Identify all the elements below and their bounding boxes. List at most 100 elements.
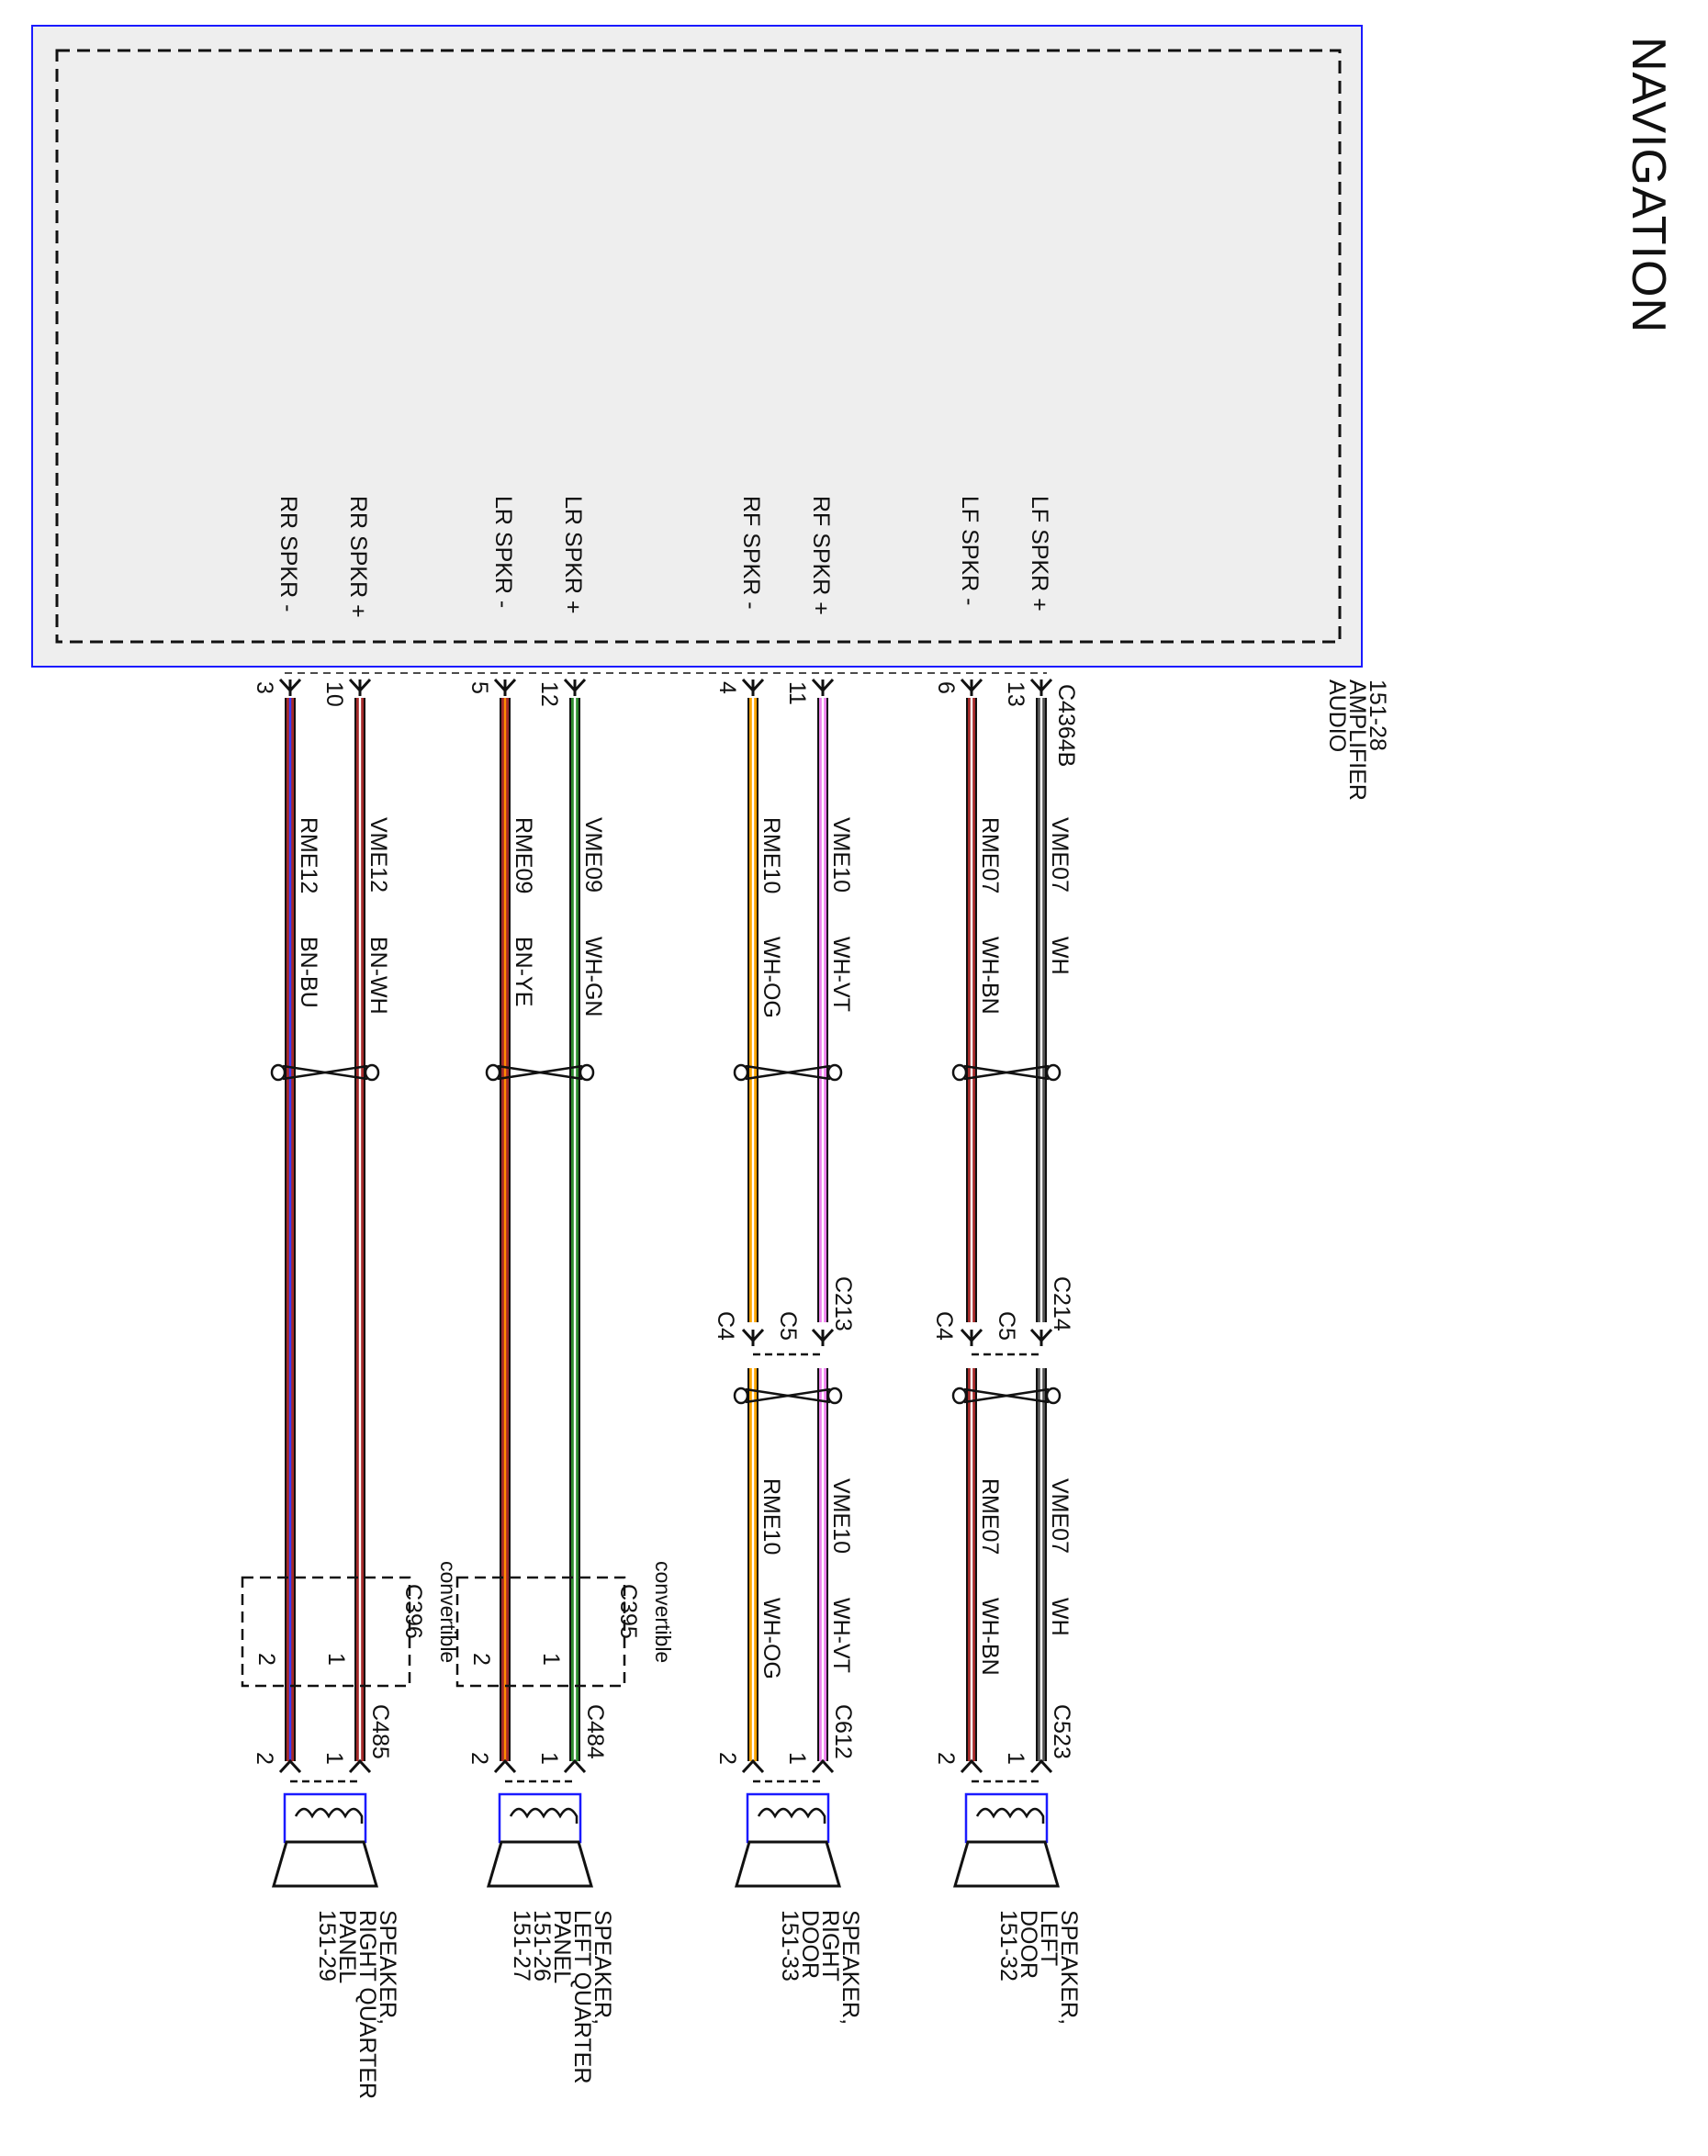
speaker-cone-icon [953, 1840, 1060, 1888]
speaker-name-line: 151-29 [314, 1910, 340, 1982]
circuit-label: VME07 [1047, 1478, 1073, 1554]
pin-number: 13 [1003, 681, 1028, 707]
twist-line [963, 1387, 1050, 1404]
wire-color-label: WH-VT [828, 937, 854, 1012]
wire-color-label: BN-WH [365, 937, 391, 1015]
speaker-name-line: SPEAKER, [375, 1910, 400, 2025]
wire-color-label: WH-BN [977, 1598, 1003, 1676]
mid-connector-pin: C4 [931, 1311, 957, 1341]
speaker-coil-box [283, 1792, 367, 1844]
mid-connector-pin: C4 [713, 1311, 738, 1341]
speaker-name-line: 151-32 [995, 1910, 1021, 1982]
speaker-coil [509, 1807, 579, 1824]
speaker-name-line: RIGHT QUARTER [354, 1910, 380, 2099]
twist-end [951, 1063, 968, 1082]
inline-connector-box [241, 1576, 411, 1688]
speaker-connector-arrow [563, 1758, 587, 1774]
circuit-label: VME12 [365, 817, 391, 893]
speaker-coil-box [498, 1792, 582, 1844]
speaker-name-line: 151-33 [777, 1910, 803, 1982]
speaker-connector-arrow [493, 1758, 517, 1774]
speaker-pin: 2 [252, 1752, 277, 1765]
mid-connector-label: C214 [1049, 1276, 1074, 1331]
wire-minus [747, 698, 758, 1322]
speaker-name-line: PANEL [334, 1910, 360, 1983]
pin-number: 5 [466, 681, 492, 694]
mid-connector-pin: C5 [775, 1311, 801, 1341]
speaker-name-line: DOOR [1016, 1910, 1041, 1979]
module-dashed-outline [55, 49, 1342, 644]
twist-line [963, 1064, 1050, 1081]
speaker-connector-arrow [960, 1758, 983, 1774]
wire-minus [966, 698, 977, 1322]
speaker-name-line: LEFT QUARTER [569, 1910, 595, 2083]
inline-connector-note: convertible [436, 1561, 460, 1663]
amplifier-name-line: AMPLIFIER [1344, 679, 1370, 801]
speaker-connector-arrow [1029, 1758, 1053, 1774]
wire-color-label: WH-OG [758, 1598, 784, 1679]
twist-end [733, 1387, 749, 1405]
wire-plus-stripe [1039, 1368, 1043, 1761]
speaker-pin: 1 [1003, 1752, 1028, 1765]
wire-plus-stripe [821, 1368, 825, 1761]
speaker-name-line: RIGHT [817, 1910, 843, 1982]
twisted-pair-marker [951, 1063, 1062, 1082]
twist-end [364, 1063, 380, 1082]
speaker-name-line: PANEL [549, 1910, 575, 1983]
twist-line [282, 1064, 368, 1081]
amplifier-name-line: AUDIO [1324, 679, 1350, 752]
inline-connector-label: C395 [615, 1584, 641, 1639]
mid-connector-label: C213 [830, 1276, 856, 1331]
wire-plus [569, 698, 580, 1761]
wire-minus-stripe [288, 698, 292, 1761]
circuit-label: RME10 [758, 1478, 784, 1555]
speaker-coil-box [964, 1792, 1049, 1844]
inline-connector-box [455, 1576, 626, 1688]
pin-number: 11 [784, 681, 810, 705]
wire-color-label: WH-GN [580, 937, 606, 1016]
speaker-coil [757, 1807, 826, 1824]
inline-connector-label: C396 [400, 1584, 426, 1639]
inline-connector-pin: 2 [253, 1653, 279, 1666]
speaker-name-line: DOOR [797, 1910, 823, 1979]
speaker-pin: 1 [321, 1752, 347, 1765]
pin-function-label: LF SPKR - [957, 496, 983, 605]
circuit-label: RME09 [511, 817, 536, 893]
audio-amplifier-module: AUDIO AMPLIFIER 151-28 C4364B [31, 25, 1390, 801]
speaker-pin: 2 [933, 1752, 959, 1765]
wire-color-label: BN-BU [296, 937, 321, 1008]
pin-function-label: RF SPKR - [738, 496, 764, 610]
speaker-name-line: 151-27 [509, 1910, 534, 1982]
amplifier-name-line: 151-28 [1365, 679, 1390, 751]
speaker-connector-arrow [811, 1758, 835, 1774]
circuit-label: VME10 [828, 817, 854, 893]
wire-minus [500, 698, 511, 1761]
twisted-pair-marker [951, 1387, 1062, 1405]
wire-plus [817, 1368, 828, 1761]
wire-color-label: WH-OG [758, 937, 784, 1018]
twist-end [270, 1063, 287, 1082]
wire-color-label: WH [1047, 1598, 1073, 1636]
twisted-pair-marker [733, 1387, 843, 1405]
inline-connector-note: convertible [651, 1561, 675, 1663]
wire-color-label: BN-YE [511, 937, 536, 1006]
twisted-pair-marker [485, 1063, 595, 1082]
twist-line [745, 1064, 831, 1081]
speaker-connector-label: C612 [830, 1704, 856, 1759]
wire-color-label: WH-VT [828, 1598, 854, 1673]
wire-plus [354, 698, 365, 1761]
pin-number: 4 [714, 681, 740, 694]
inline-connector-pin: 1 [323, 1653, 349, 1666]
wire-minus [747, 1368, 758, 1761]
twist-line [497, 1064, 583, 1081]
amplifier-connector-label: C4364B [1053, 684, 1079, 767]
twist-end [1045, 1063, 1062, 1082]
twist-end [1045, 1387, 1062, 1405]
speaker-pin: 1 [536, 1752, 562, 1765]
circuit-label: VME10 [828, 1478, 854, 1554]
